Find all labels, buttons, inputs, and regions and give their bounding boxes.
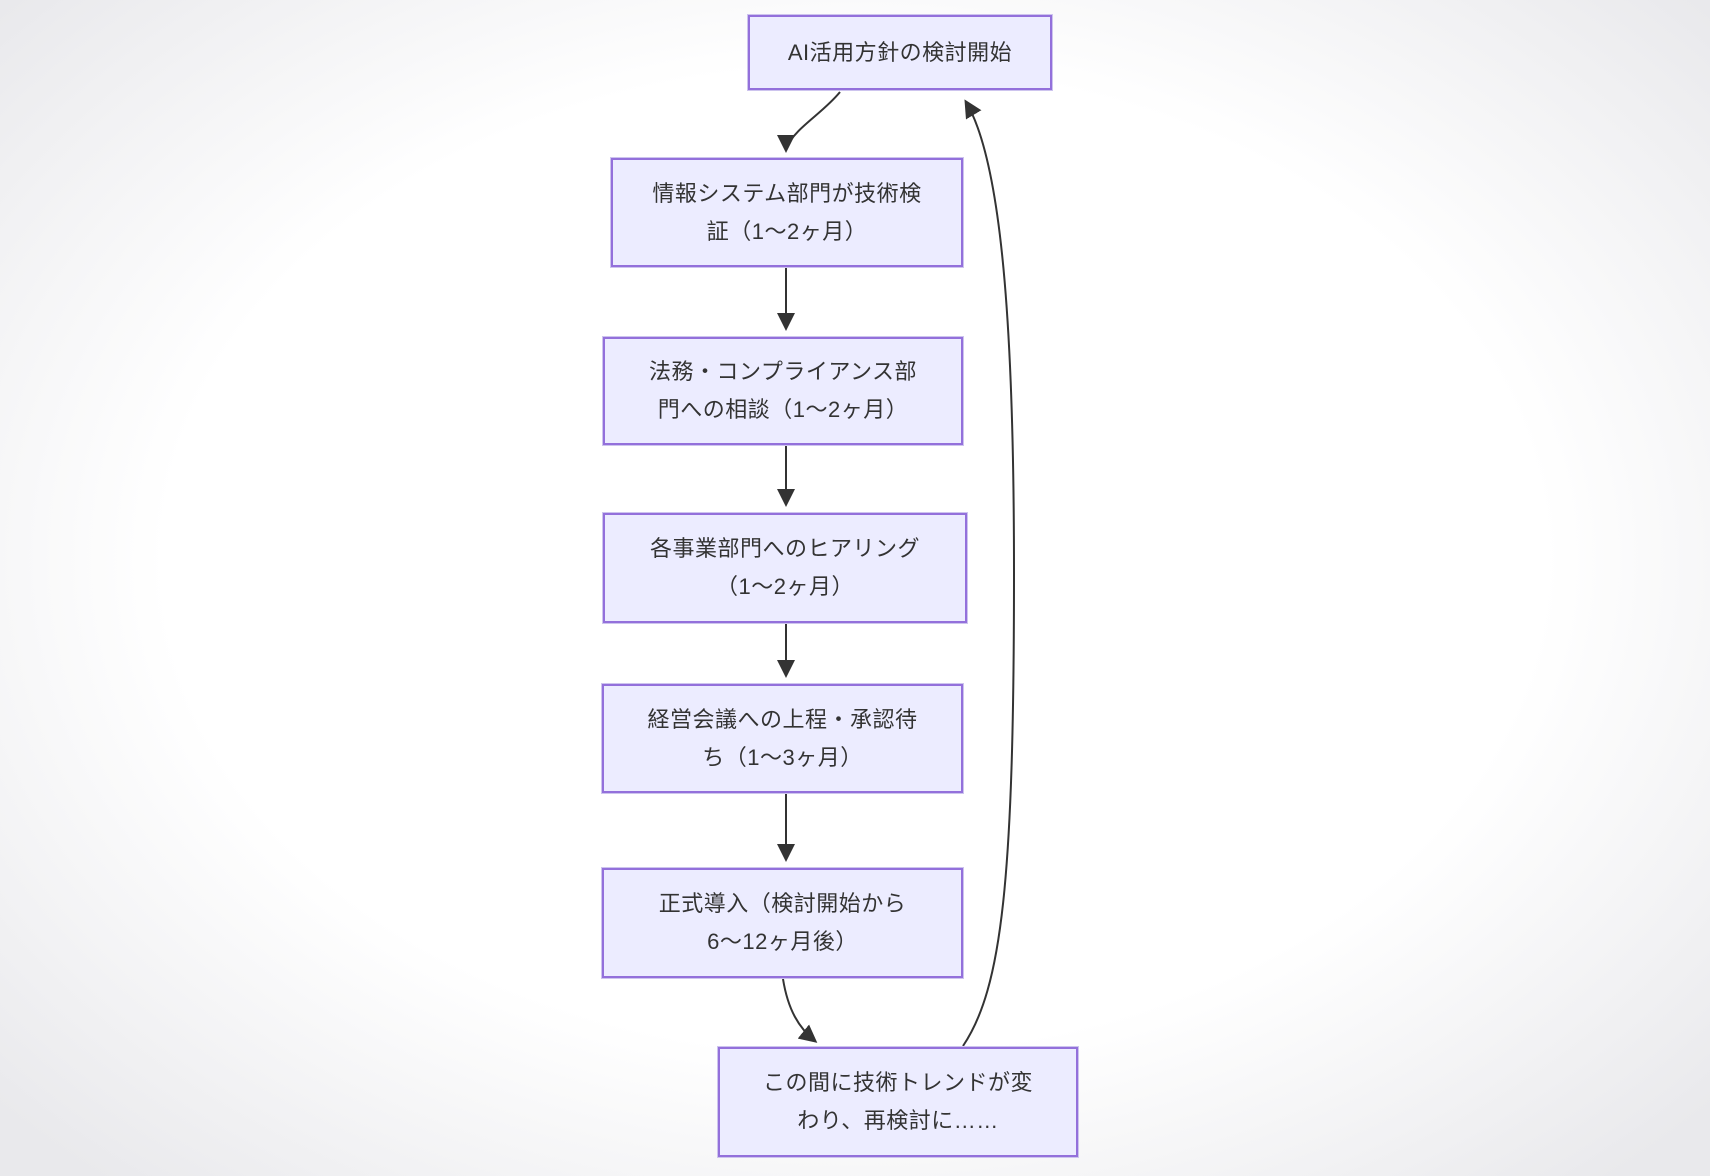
node-legal-compliance: 法務・コンプライアンス部 門への相談（1〜2ヶ月）	[603, 337, 963, 445]
node-board-approval: 経営会議への上程・承認待 ち（1〜3ヶ月）	[602, 684, 963, 793]
node-label-line: 6〜12ヶ月後）	[707, 929, 858, 954]
node-label-line: 門への相談（1〜2ヶ月）	[657, 397, 909, 422]
node-label-line: 各事業部門へのヒアリング	[649, 536, 920, 561]
node-label-line: わり、再検討に……	[797, 1108, 999, 1133]
node-label-line: 正式導入（検討開始から	[658, 891, 907, 916]
node-trend-change: この間に技術トレンドが変 わり、再検討に……	[718, 1047, 1078, 1157]
node-label-line: AI活用方針の検討開始	[787, 39, 1013, 65]
node-label-line: 経営会議への上程・承認待	[647, 706, 918, 732]
edge-launch-to-trend	[782, 978, 818, 1043]
node-tech-validation: 情報システム部門が技術検 証（1〜2ヶ月）	[611, 158, 963, 267]
node-label-line: この間に技術トレンドが変	[762, 1070, 1033, 1095]
node-dept-hearing: 各事業部門へのヒアリング （1〜2ヶ月）	[603, 513, 967, 623]
edge-trend-to-start-loop	[962, 99, 1016, 1047]
node-label-line: （1〜2ヶ月）	[716, 574, 854, 599]
edge-start-to-tech	[777, 91, 841, 153]
node-label-line: 情報システム部門が技術検	[652, 180, 922, 206]
node-label-line: 証（1〜2ヶ月）	[706, 218, 868, 244]
node-label-line: 法務・コンプライアンス部	[648, 359, 918, 384]
node-start: AI活用方針の検討開始	[748, 15, 1052, 90]
node-label-line: ち（1〜3ヶ月）	[702, 744, 863, 770]
node-official-launch: 正式導入（検討開始から 6〜12ヶ月後）	[602, 868, 963, 978]
